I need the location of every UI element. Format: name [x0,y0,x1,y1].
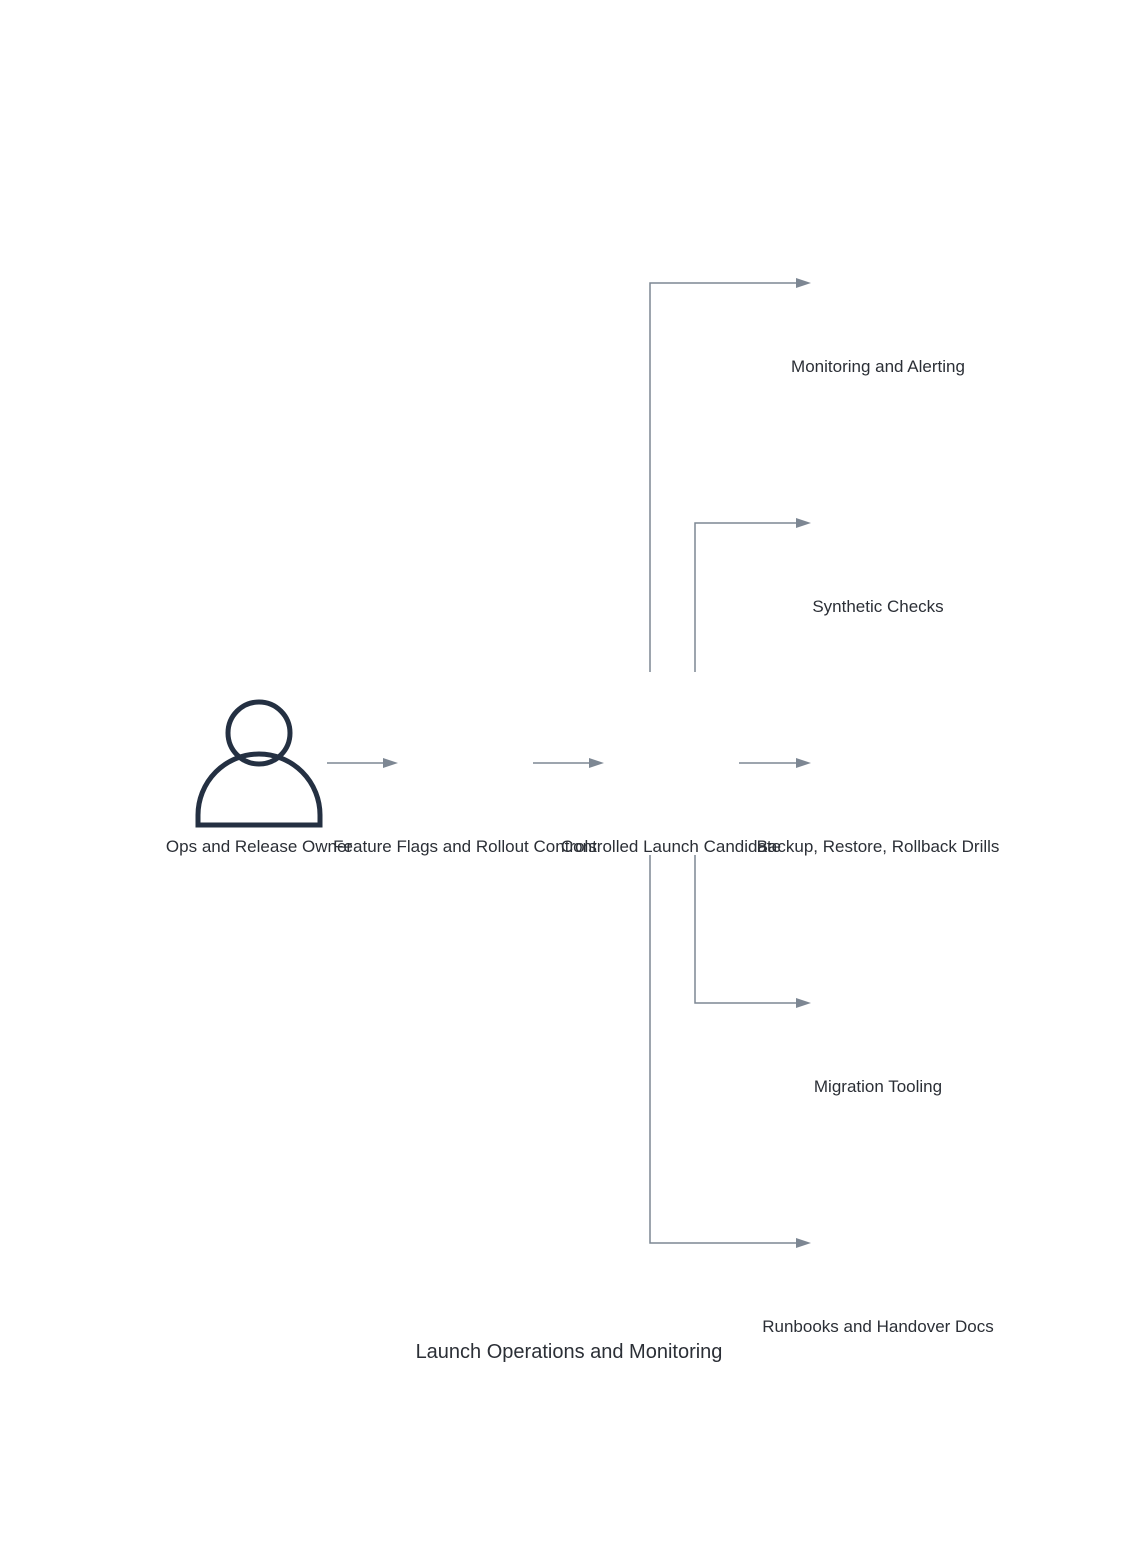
diagram-title: Launch Operations and Monitoring [416,1341,723,1363]
edge-launch-candidate-to-synthetic-checks [694,518,811,672]
monitoring-label: Monitoring and Alerting [791,357,965,376]
synthetic-checks-label: Synthetic Checks [812,597,943,616]
edge-launch-candidate-to-runbooks [649,855,811,1248]
actor-label: Ops and Release Owner [166,837,352,856]
backup-drills-label: Backup, Restore, Rollback Drills [757,837,1000,856]
migration-tooling-label: Migration Tooling [814,1077,942,1096]
edge-feature-flags-to-launch-candidate [533,758,604,768]
runbooks-label: Runbooks and Handover Docs [762,1317,994,1336]
edge-launch-candidate-to-backup-drills [739,758,811,768]
edge-launch-candidate-to-migration-tooling [694,855,811,1008]
launch-candidate-label: Controlled Launch Candidate [561,837,781,856]
person-icon [195,699,323,828]
feature-flags-label: Feature Flags and Rollout Controls [333,837,597,856]
edge-actor-to-feature-flags [327,758,398,768]
edge-launch-candidate-to-monitoring [649,278,811,672]
